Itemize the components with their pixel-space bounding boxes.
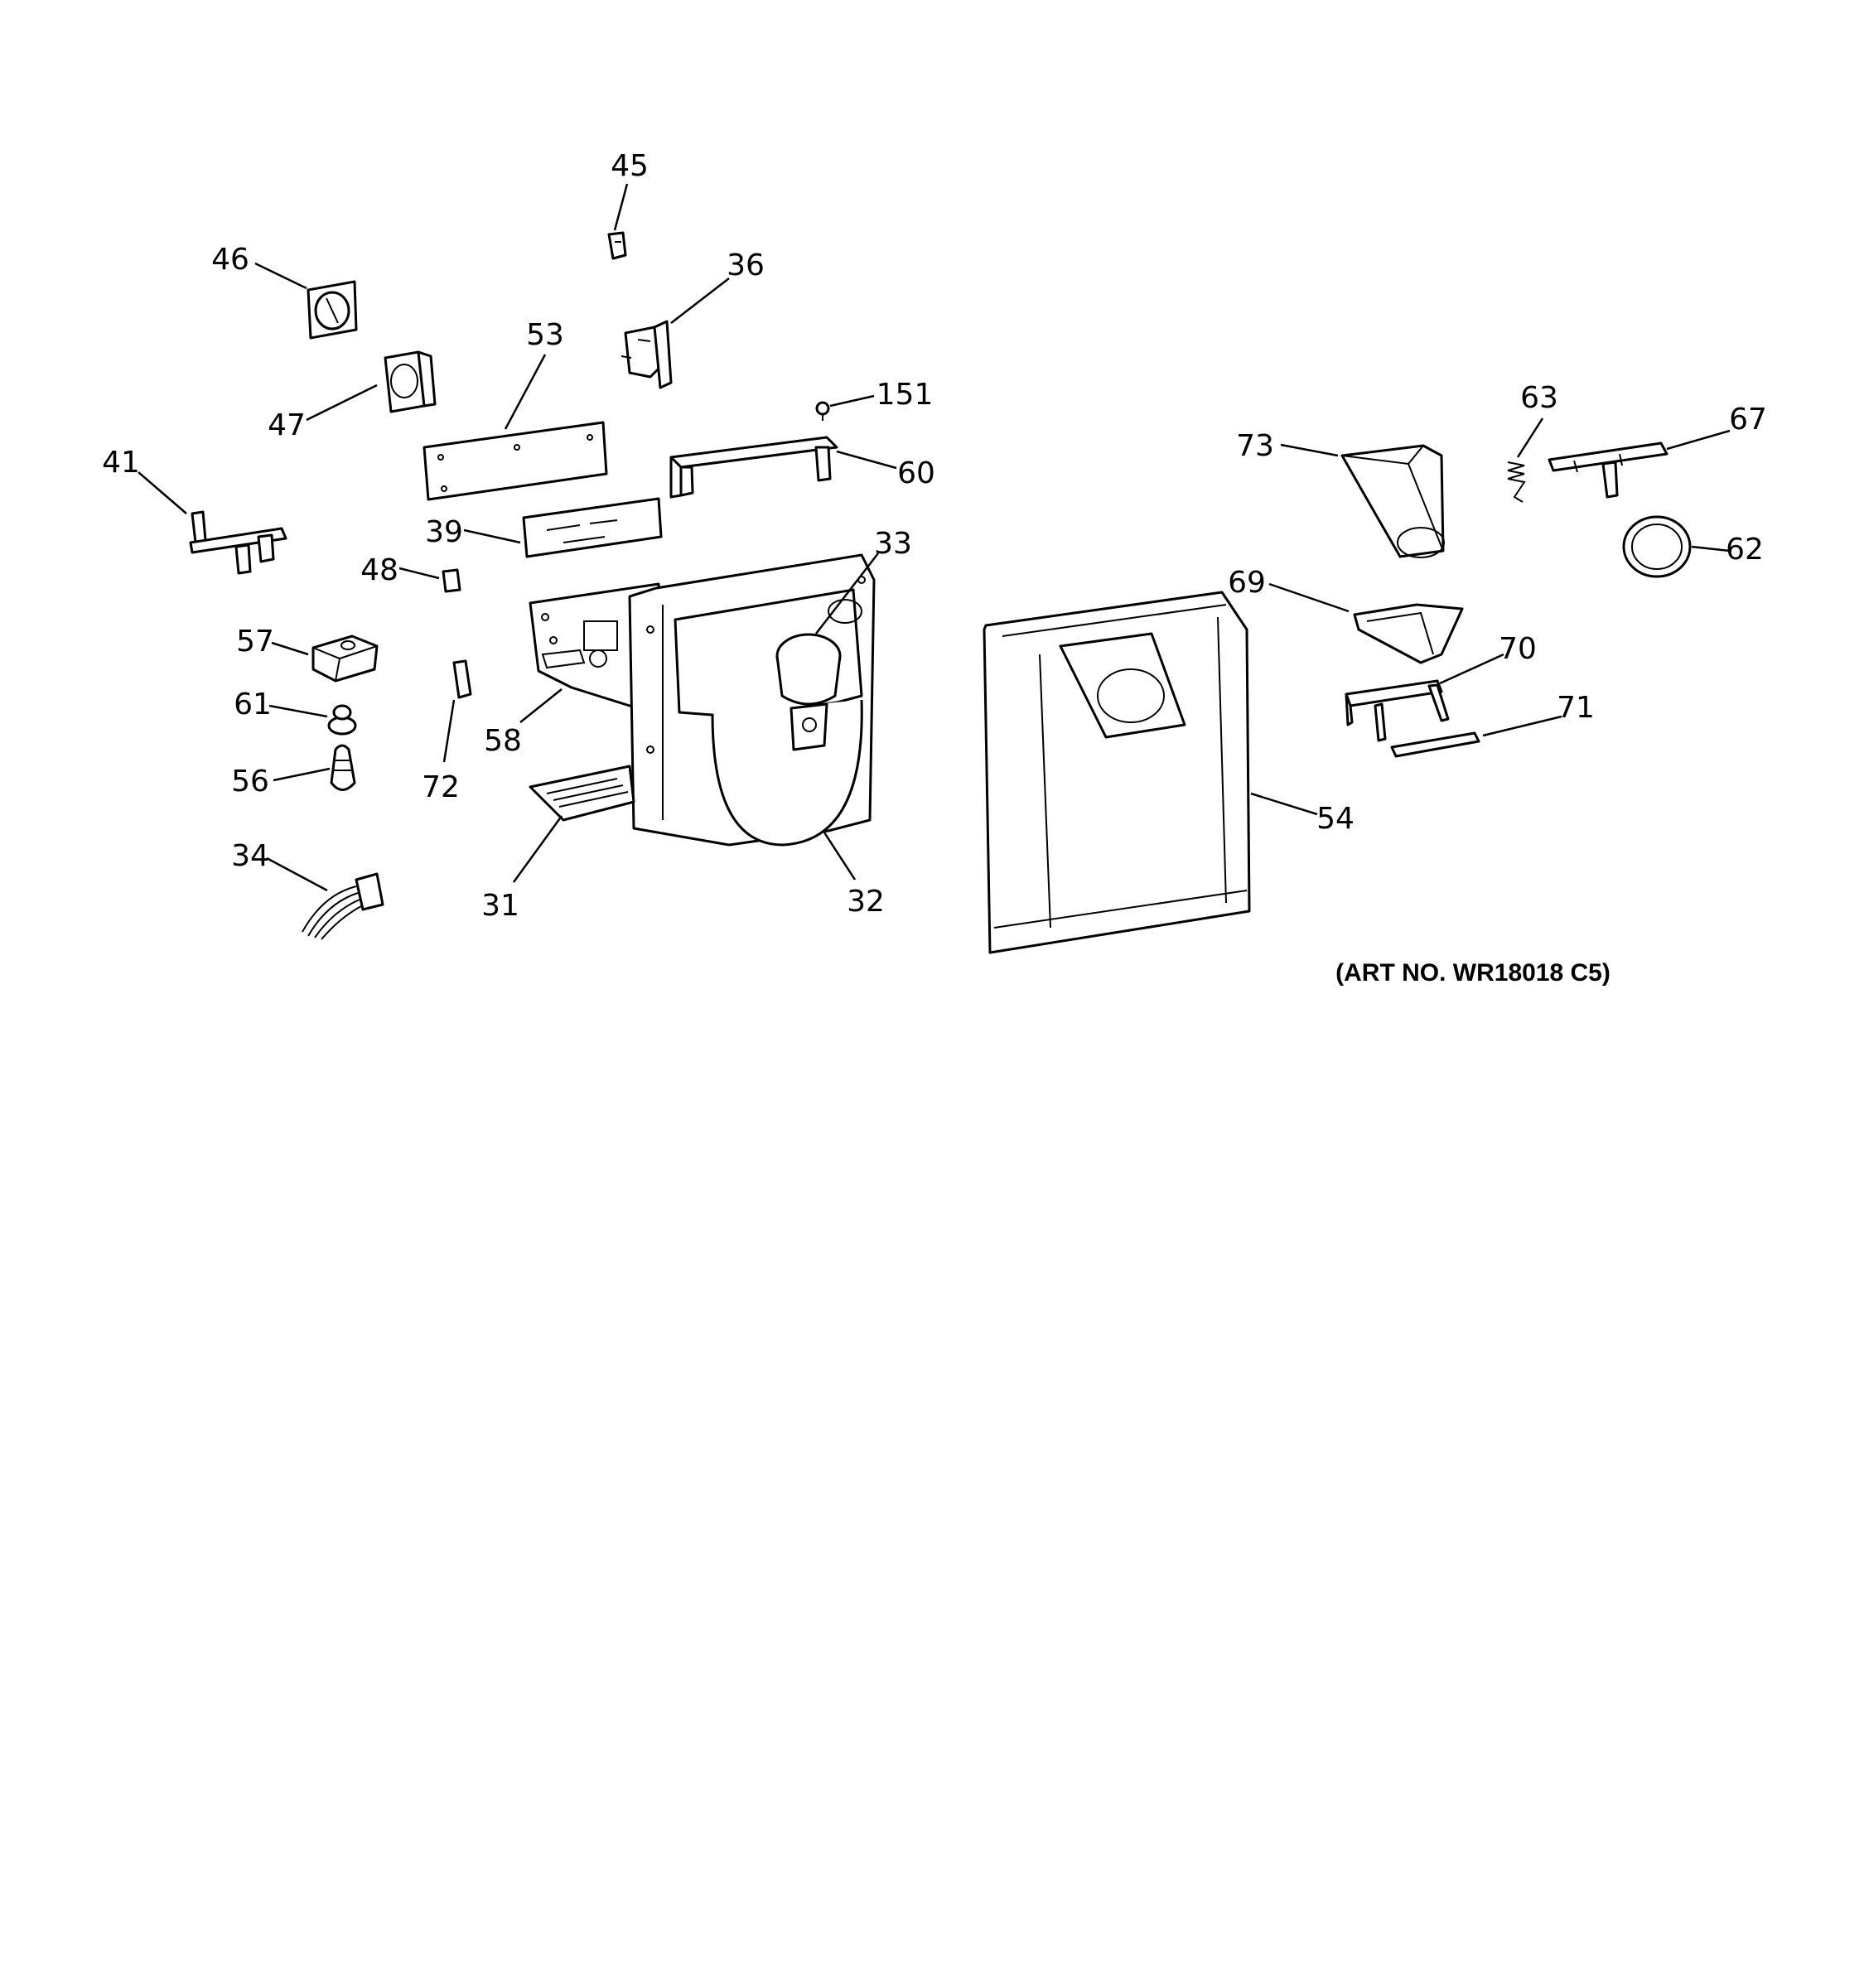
part-67-lever (1548, 442, 1668, 499)
callout-151: 151 (876, 378, 934, 412)
art-number: (ART NO. WR18018 C5) (1335, 959, 1610, 987)
callout-labels: 45 46 36 53 151 47 41 60 39 33 48 57 61 … (102, 149, 1767, 923)
leader-31 (512, 815, 563, 883)
leader-39 (463, 528, 521, 544)
leader-57 (271, 641, 309, 656)
leader-33 (815, 552, 879, 635)
part-57-box (311, 635, 379, 683)
part-53-panel (423, 421, 608, 501)
callout-60: 60 (897, 456, 935, 490)
leader-62 (1691, 545, 1731, 552)
leader-32 (823, 832, 857, 881)
callout-34: 34 (231, 839, 269, 873)
part-33-chute (775, 599, 862, 751)
part-71-bar (1390, 731, 1480, 758)
leader-63 (1516, 417, 1544, 458)
callout-56: 56 (231, 765, 269, 799)
part-60-bar (669, 436, 838, 499)
part-54-front-cover (983, 591, 1251, 954)
callout-45: 45 (611, 149, 649, 183)
callout-54: 54 (1316, 802, 1355, 836)
part-46-knob (307, 280, 358, 340)
callout-62: 62 (1726, 533, 1764, 567)
leader-56 (273, 767, 331, 782)
callout-32: 32 (847, 885, 885, 919)
part-47-housing (384, 350, 437, 413)
leader-70 (1439, 653, 1504, 685)
callout-58: 58 (484, 724, 522, 758)
leader-46 (254, 262, 307, 290)
part-39-board (522, 497, 663, 558)
part-70-frame (1345, 679, 1450, 742)
leader-47 (306, 384, 378, 422)
part-61-socket (327, 704, 357, 736)
leader-36 (670, 277, 730, 324)
part-72-switch (452, 659, 472, 699)
part-36-bracket (621, 320, 673, 389)
leader-45 (613, 183, 629, 231)
leader-71 (1482, 715, 1562, 737)
callout-33: 33 (874, 527, 912, 561)
part-34-harness (302, 872, 384, 940)
part-31-drip-tray (529, 765, 635, 822)
callout-46: 46 (211, 243, 249, 277)
leader-41 (138, 471, 187, 514)
callout-73: 73 (1236, 429, 1274, 463)
leader-60 (836, 450, 897, 470)
part-63-spring (1507, 461, 1526, 503)
callout-61: 61 (234, 688, 272, 721)
leader-54 (1250, 792, 1318, 816)
callout-41: 41 (102, 446, 140, 480)
callout-71: 71 (1557, 691, 1595, 725)
callout-67: 67 (1729, 403, 1767, 437)
callout-72: 72 (422, 770, 460, 804)
callout-57: 57 (236, 625, 274, 659)
leader-lines (138, 183, 1731, 892)
callout-47: 47 (268, 408, 306, 442)
callout-53: 53 (526, 318, 564, 352)
part-48-block (442, 568, 461, 593)
leader-67 (1666, 429, 1731, 451)
leader-69 (1268, 582, 1350, 613)
callout-69: 69 (1228, 566, 1266, 600)
part-73-funnel (1340, 444, 1445, 558)
callout-63: 63 (1520, 381, 1558, 415)
callout-70: 70 (1499, 632, 1537, 666)
part-56-bulb (330, 744, 356, 791)
leader-151 (829, 394, 875, 408)
callout-31: 31 (481, 889, 519, 923)
leader-34 (266, 856, 328, 892)
part-32-dispenser-body (628, 553, 876, 847)
callout-39: 39 (425, 515, 463, 549)
part-41-hinge (189, 510, 287, 575)
part-69-chute-door (1353, 603, 1464, 664)
part-151-screw (815, 401, 830, 421)
part-62-ring (1622, 515, 1692, 578)
leader-61 (268, 704, 328, 718)
leader-58 (519, 688, 563, 723)
callout-36: 36 (727, 248, 765, 282)
leader-72 (442, 699, 456, 763)
leader-53 (504, 354, 547, 430)
leader-73 (1280, 443, 1339, 457)
leader-48 (398, 567, 440, 580)
part-45-clip (607, 231, 627, 260)
callout-48: 48 (360, 553, 398, 587)
